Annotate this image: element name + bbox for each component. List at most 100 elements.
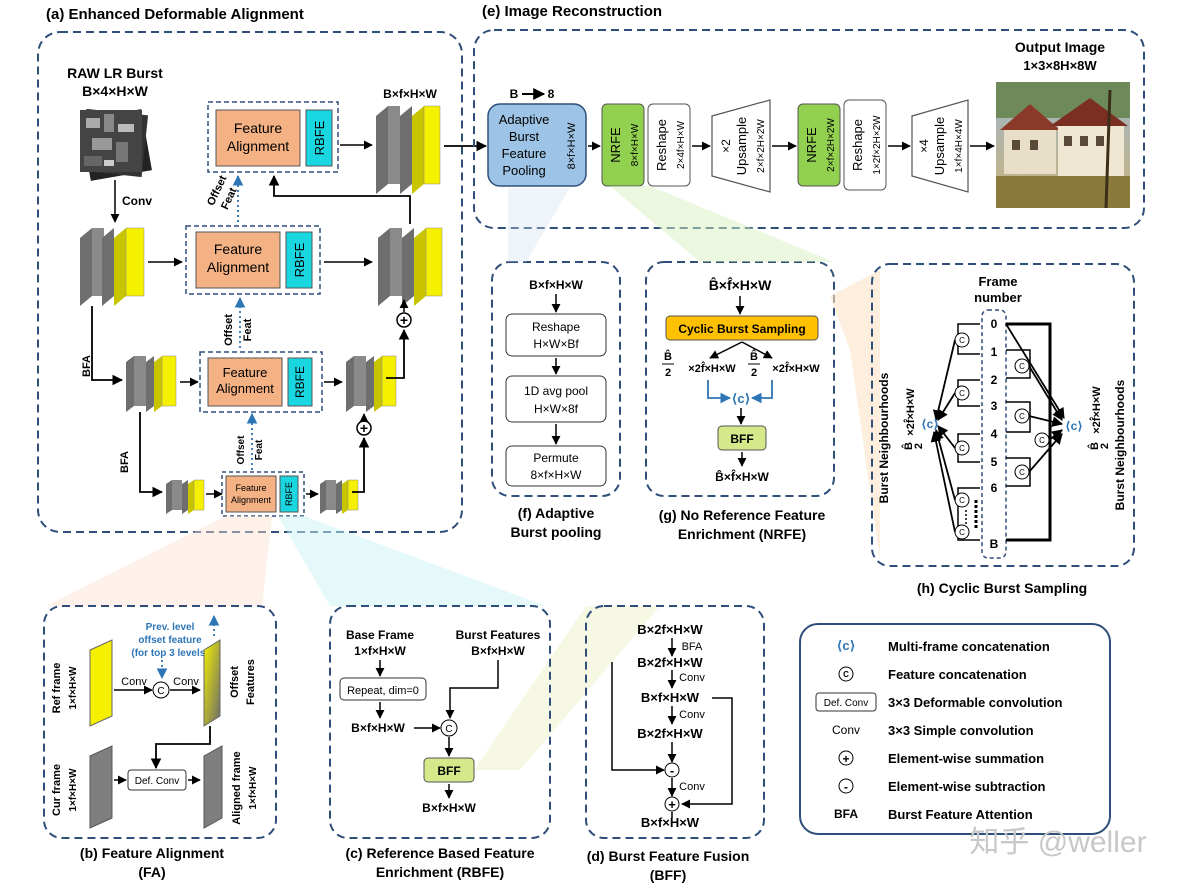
up2-dims: 1×f×4H×4W <box>954 119 965 173</box>
fa-block-l2 <box>195 231 281 289</box>
f-reshape-dims: H×W×Bf <box>533 337 579 351</box>
legend-item: ⟨c⟩ Multi-frame concatenation <box>836 638 1049 654</box>
b-concat-c: C <box>157 686 164 697</box>
up2-factor: ×4 <box>917 139 931 153</box>
b-defconv-box <box>127 769 187 791</box>
rbfe-block-l1 <box>305 109 333 167</box>
h-left-concat: ⟨c⟩ <box>921 417 939 431</box>
frame-number: 1 <box>991 345 998 359</box>
h-right-b: B̂ <box>1088 442 1101 450</box>
d-conv1: Conv <box>679 672 705 684</box>
feature-stack-l3-out <box>346 355 397 412</box>
fa-block-l4 <box>225 475 277 513</box>
reshape2-dims: 1×2f×2H×2W <box>872 115 883 175</box>
raw-burst-dims: B×4×H×W <box>82 83 149 99</box>
legend-text: Multi-frame concatenation <box>888 639 1050 654</box>
g-concat: ⟨c⟩ <box>731 391 750 406</box>
feature-stack-l2-out <box>378 227 443 306</box>
panel-g-border <box>645 261 835 497</box>
fa-l3-text2: Alignment <box>216 381 274 396</box>
g-output: B̂×f̂×H×W <box>715 469 769 484</box>
legend-symbol: ⟨c⟩ <box>836 638 855 653</box>
reshape1-dims: 2×4f×H×W <box>676 120 687 169</box>
c-node-label: C <box>1019 412 1025 421</box>
feature-stack-l1 <box>80 227 145 306</box>
panel-no-reference-feature-enrichment: B̂×f̂×H×W Cyclic Burst Sampling B̂ 2 ×2f… <box>645 261 835 542</box>
d-sub-node <box>664 762 680 778</box>
panel-c-border <box>329 605 551 839</box>
legend-symbol-circle <box>838 666 854 682</box>
b-prev1: Prev. level <box>146 622 195 633</box>
c-node-label: C <box>1019 468 1025 477</box>
panel-feature-alignment: Prev. level offset feature (for top 3 le… <box>43 605 277 880</box>
c-concat-node <box>440 719 458 737</box>
abfp-dims: 8×f×H×W <box>566 122 578 169</box>
nrfe2-text: NRFE <box>804 127 819 163</box>
g-bff-box <box>717 425 767 451</box>
fa-block-l3 <box>207 357 283 407</box>
panel-enhanced-deformable-alignment: (a) Enhanced Deformable Alignment RAW LR… <box>37 6 463 533</box>
d-out-dims: B×f×H×W <box>641 815 700 830</box>
d-dims4: B×2f×H×W <box>637 726 703 741</box>
h-left-c-nodes <box>954 332 970 540</box>
abfp-block <box>487 103 587 187</box>
abfp-text3: Feature <box>502 146 547 161</box>
panel-f-border <box>491 261 621 497</box>
panel-burst-feature-fusion: B×2f×H×W BFA B×2f×H×W Conv B×f×H×W Conv … <box>585 605 765 883</box>
f-permute-box <box>505 445 607 487</box>
b-cur-dims: 1×f×H×W <box>68 768 79 812</box>
b-cur-frame <box>89 745 113 829</box>
panel-image-reconstruction: (e) Image Reconstruction B 8 Adaptive Bu… <box>473 3 1145 229</box>
up1-text: Upsample <box>734 117 749 176</box>
output-dims: 1×3×8H×8W <box>1023 58 1097 73</box>
raw-burst-title: RAW LR Burst <box>67 65 163 81</box>
legend-text: Burst Feature Attention <box>888 807 1033 822</box>
watermark: 知乎 @weller <box>969 826 1146 859</box>
feature-stack-top-out <box>376 105 441 194</box>
c-bff-box <box>423 757 475 783</box>
legend-text: Element-wise summation <box>888 751 1044 766</box>
b-aligned-frame <box>203 745 223 829</box>
abfp-text2: Burst <box>509 129 540 144</box>
f-input: B×f×H×W <box>529 278 583 292</box>
b-cur-label: Cur frame <box>51 764 63 816</box>
b-conv2: Conv <box>173 676 199 688</box>
b-concat-node <box>152 681 170 699</box>
h-left-arrows <box>930 339 956 533</box>
abfp-text1: Adaptive <box>499 112 550 127</box>
legend-symbol: Conv <box>832 723 860 737</box>
legend-border <box>799 623 1111 835</box>
c-bff: BFF <box>437 764 460 778</box>
panel-a-border <box>37 31 463 533</box>
c-node-label: C <box>959 389 965 398</box>
h-right-two: 2 <box>1099 443 1111 449</box>
f-permute-dims: 8×f×H×W <box>530 468 582 482</box>
g-cbs-box <box>665 315 819 341</box>
h-frame-title1: Frame <box>978 274 1017 289</box>
fa-l2-text1: Feature <box>214 241 262 257</box>
frame-number: 0 <box>991 317 998 331</box>
reshape2-text: Reshape <box>850 119 865 171</box>
cone-abfp <box>508 188 570 262</box>
c-node-label: C <box>959 336 965 345</box>
legend-text: 3×3 Simple convolution <box>888 723 1034 738</box>
h-right-arrows <box>1005 323 1065 473</box>
cone-bff <box>474 606 660 770</box>
feature-stack-l4-out <box>320 479 359 514</box>
c-caption2: Enrichment (RBFE) <box>376 864 504 880</box>
legend-item: Conv 3×3 Simple convolution <box>832 723 1034 738</box>
offset-label-3: Offset <box>236 435 247 465</box>
feature-stack-l4 <box>166 479 205 514</box>
b-label: B <box>510 87 519 101</box>
d-sum-node <box>664 796 680 812</box>
legend-symbol: C <box>843 670 849 679</box>
legend-symbol: Def. Conv <box>824 698 868 709</box>
f-reshape-box <box>505 313 607 357</box>
up2-text: Upsample <box>932 117 947 176</box>
